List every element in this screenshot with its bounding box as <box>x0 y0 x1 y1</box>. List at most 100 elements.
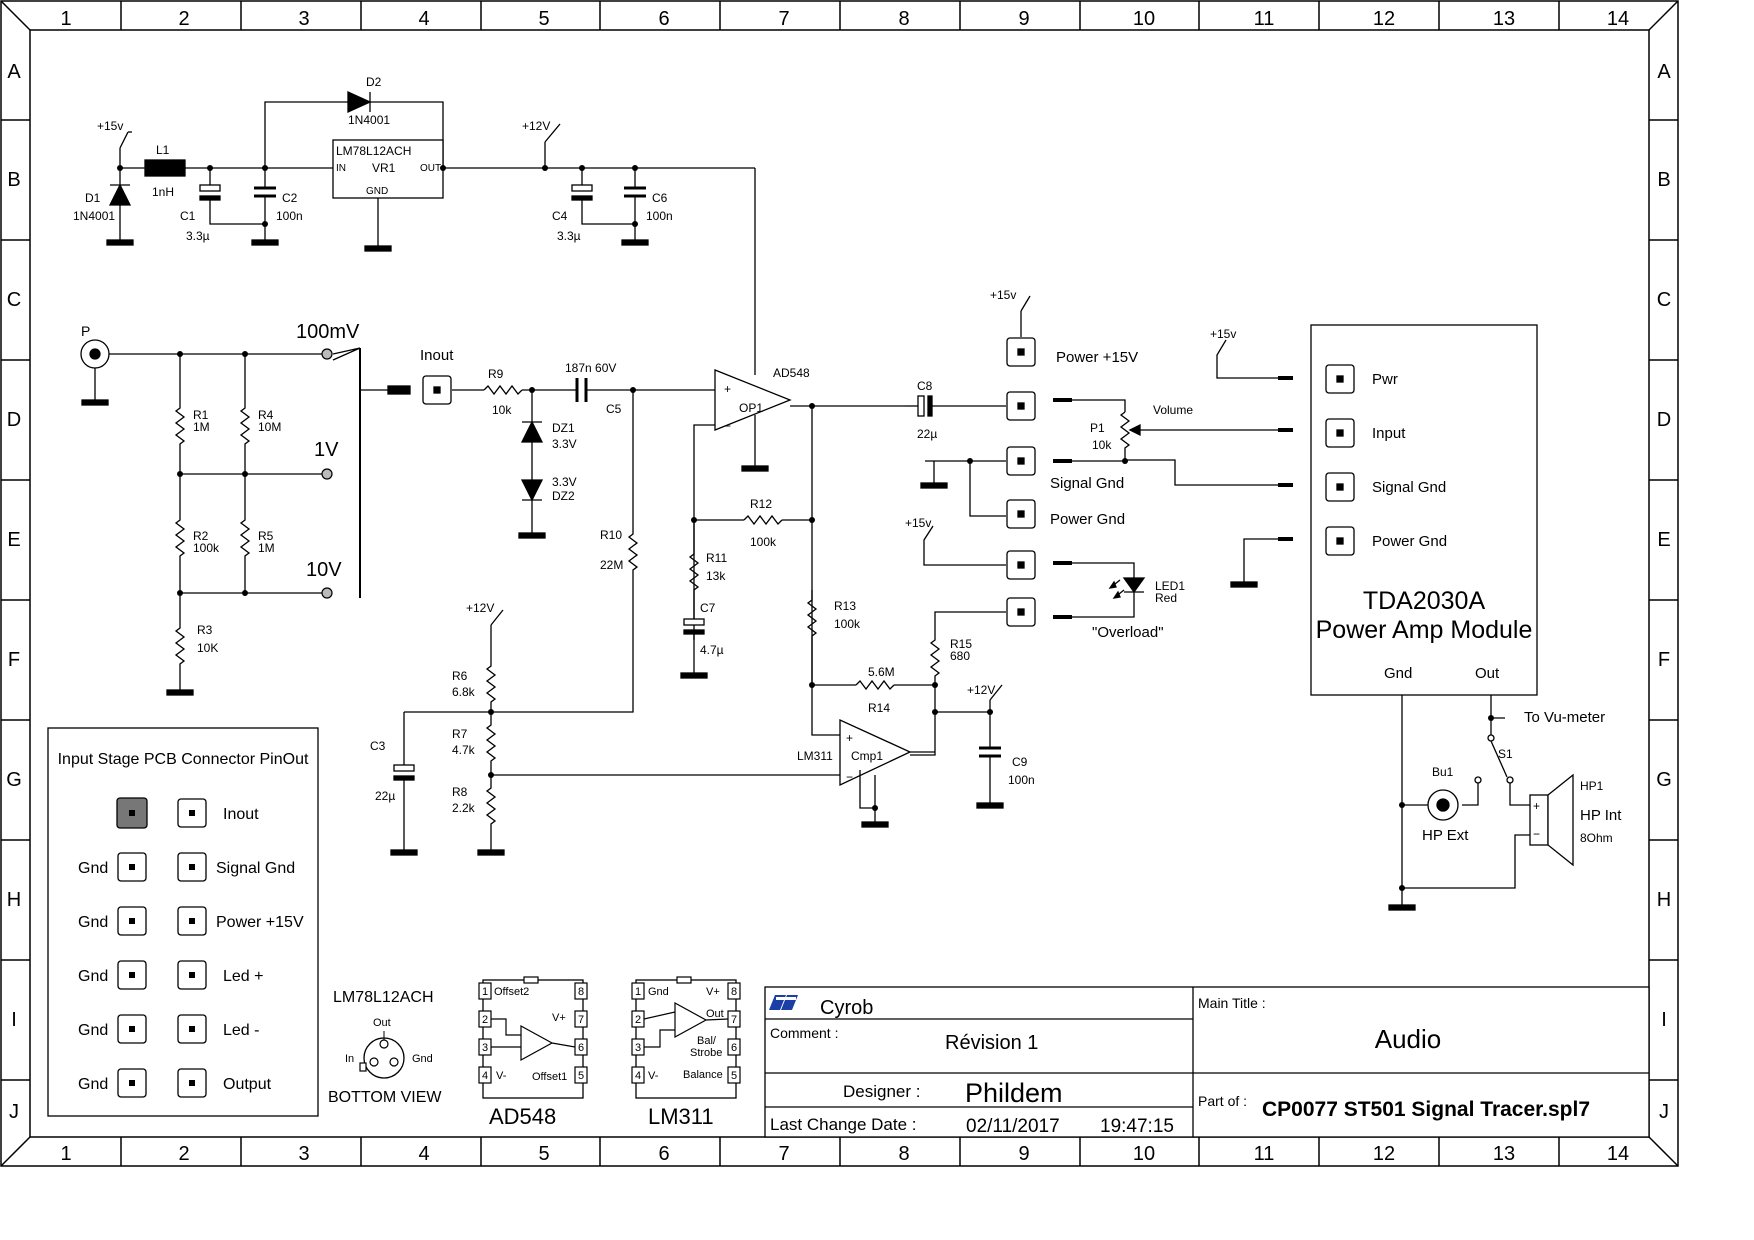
pinout-left-label: Gnd <box>78 860 108 877</box>
lm78-gnd-pin: Gnd <box>412 1053 433 1065</box>
col-label: 5 <box>538 8 549 30</box>
pinout-left-label: Gnd <box>78 914 108 931</box>
dz2-value: 3.3V <box>552 475 577 489</box>
comment-label: Comment : <box>770 1025 838 1041</box>
op1-ref: OP1 <box>739 401 763 415</box>
lm78-package-title: LM78L12ACH <box>333 989 434 1006</box>
vr1-out: OUT <box>420 163 441 174</box>
power-supply-section <box>106 90 756 375</box>
amp-module-labels: +15v Pwr Input Signal Gnd Power Gnd TDA2… <box>1210 327 1622 845</box>
col-label: 4 <box>418 8 429 30</box>
c8-ref: C8 <box>917 379 933 393</box>
c1-ref: C1 <box>180 209 196 223</box>
pinout-right-label: Led - <box>223 1022 259 1039</box>
pinout-left-label: Gnd <box>78 1022 108 1039</box>
r8-ref: R8 <box>452 785 468 799</box>
ad548-vminus: V- <box>496 1070 507 1082</box>
ad548-pin-2: 2 <box>482 1014 488 1026</box>
lm311-gnd: Gnd <box>648 986 669 998</box>
col-label: 7 <box>778 1143 789 1165</box>
led1-value: Red <box>1155 591 1177 605</box>
row-label: A <box>1657 61 1671 83</box>
ad548-pin-7: 7 <box>578 1014 584 1026</box>
lm311-pin-2: 2 <box>635 1014 641 1026</box>
pinout-right-6 <box>177 1068 207 1098</box>
lm311-strobe: Strobe <box>690 1047 722 1059</box>
date-label: Last Change Date : <box>770 1115 916 1134</box>
dz1-value: 3.3V <box>552 437 577 451</box>
main-title: Audio <box>1375 1024 1442 1054</box>
designer-label: Designer : <box>843 1082 920 1101</box>
d2-value: 1N4001 <box>348 113 390 127</box>
row-label: J <box>9 1101 19 1123</box>
module-pwr-label: Pwr <box>1372 371 1398 388</box>
d1-value: 1N4001 <box>73 209 115 223</box>
c4-value: 3.3µ <box>557 229 581 243</box>
lm311-package-name: LM311 <box>648 1104 714 1129</box>
c2-ref: C2 <box>282 191 298 205</box>
ad548-pin-3: 3 <box>482 1042 488 1054</box>
plus12-label-b: +12V <box>466 601 494 615</box>
l1-ref: L1 <box>156 143 170 157</box>
hp-plus: + <box>1533 799 1540 813</box>
r10-value: 22M <box>600 558 623 572</box>
ad548-offset1: Offset1 <box>532 1071 567 1083</box>
inout-label: Inout <box>420 347 454 364</box>
plus12-label: +12V <box>522 119 550 133</box>
row-label: E <box>1657 529 1670 551</box>
lm311-pin-8: 8 <box>731 986 737 998</box>
row-label: C <box>7 289 21 311</box>
r6-value: 6.8k <box>452 685 476 699</box>
lm311-pin-4: 4 <box>635 1070 641 1082</box>
row-label: J <box>1659 1101 1669 1123</box>
pinout-right-label: Power +15V <box>216 914 304 931</box>
row-label: H <box>7 889 21 911</box>
conn-signal-gnd <box>1006 446 1036 476</box>
volume-label: Volume <box>1153 403 1193 417</box>
r14-value: 5.6M <box>868 665 895 679</box>
part-of-value: CP0077 ST501 Signal Tracer.spl7 <box>1262 1098 1590 1121</box>
lm311-pin-6: 6 <box>731 1042 737 1054</box>
pinout-right-4 <box>177 960 207 990</box>
pinout-left-5 <box>117 1014 147 1044</box>
power-supply-labels: D2 1N4001 +15v L1 1nH D1 1N4001 C1 3.3µ … <box>73 75 673 243</box>
vr1-ref: VR1 <box>372 161 396 175</box>
col-label: 13 <box>1493 1143 1515 1165</box>
ad548-pin-6: 6 <box>578 1042 584 1054</box>
col-label: 6 <box>658 1143 669 1165</box>
conn-led-plus <box>1006 550 1036 580</box>
row-label: H <box>1657 889 1671 911</box>
r5-value: 1M <box>258 541 275 555</box>
col-label: 8 <box>898 1143 909 1165</box>
cmp1-plus: + <box>846 731 853 745</box>
pinout-right-label: Led + <box>223 968 263 985</box>
lm78-in-pin: In <box>345 1053 354 1065</box>
module-power-gnd-label: Power Gnd <box>1372 533 1447 550</box>
output-labels: C8 22µ +15v Power +15V Volume P1 10k Sig… <box>905 288 1193 663</box>
ad548-vplus: V+ <box>552 1012 566 1024</box>
op1-minus: − <box>724 419 731 433</box>
row-label: C <box>1657 289 1671 311</box>
col-label: 11 <box>1254 8 1275 30</box>
r7-value: 4.7k <box>452 743 476 757</box>
r11-ref: R11 <box>706 551 727 565</box>
hp-ohm-label: 8Ohm <box>1580 831 1613 845</box>
r2-value: 100k <box>193 541 220 555</box>
dz2-ref: DZ2 <box>552 489 575 503</box>
col-label: 9 <box>1018 1143 1029 1165</box>
plus15-label-d: +15v <box>1210 327 1236 341</box>
d1-ref: D1 <box>85 191 101 205</box>
pinout-right-label: Output <box>223 1076 272 1093</box>
comparator-section <box>390 609 1004 856</box>
lm311-package: 1 2 3 4 5 6 7 8 Gnd V+ Out Bal/ Strobe V… <box>631 976 741 1129</box>
r14-ref: R14 <box>868 701 890 715</box>
row-letters: A B C D E F G H I J A B C D E F G H I J <box>6 61 1672 1123</box>
module-subtitle: Power Amp Module <box>1316 616 1533 644</box>
module-title: TDA2030A <box>1363 587 1486 615</box>
op1-plus: + <box>724 382 731 396</box>
lm311-out: Out <box>706 1008 724 1020</box>
dz1-ref: DZ1 <box>552 421 575 435</box>
row-label: D <box>7 409 21 431</box>
lm311-pin-3: 3 <box>635 1042 641 1054</box>
